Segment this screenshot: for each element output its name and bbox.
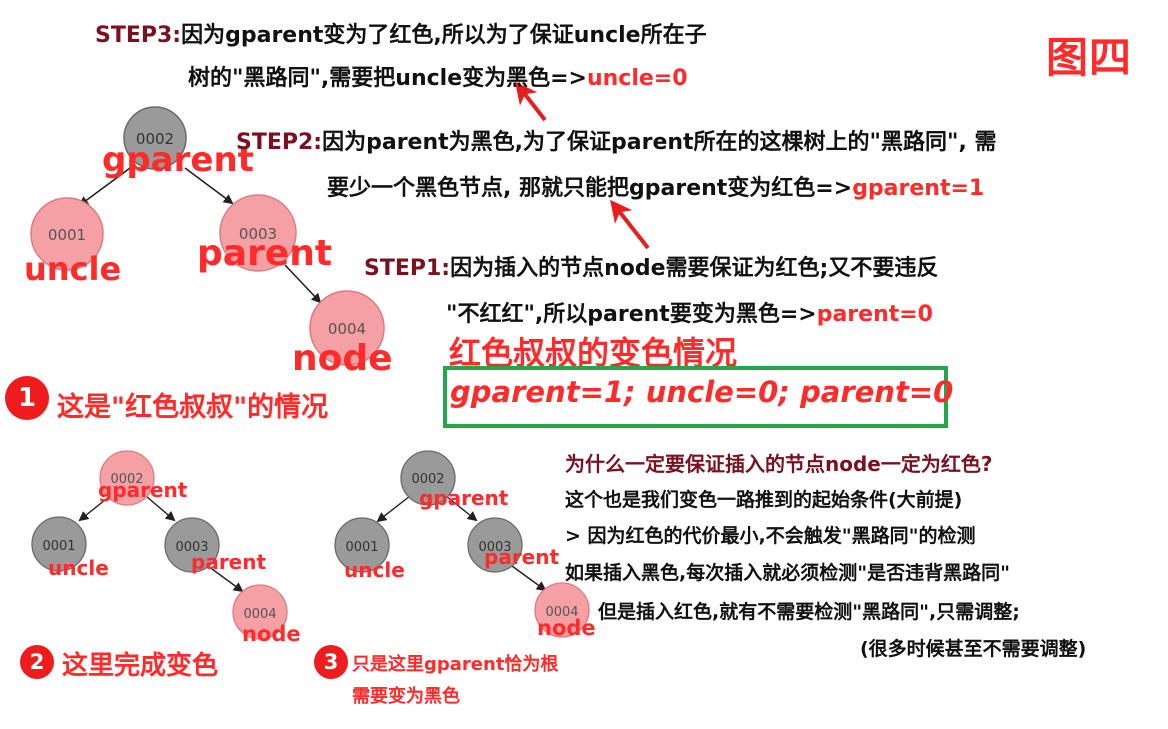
edge-c3-gparent-parent: [445, 495, 478, 522]
case3-node-node-id: 0004: [545, 605, 578, 620]
case2-node-parent-id: 0003: [175, 540, 208, 555]
top-node-node-id: 0004: [328, 320, 366, 338]
step1-line2: "不红红",所以parent要变为黑色=>parent=0: [446, 296, 933, 328]
step2-result: gparent=1: [852, 176, 985, 201]
case1-text: 这是"红色叔叔"的情况: [57, 392, 329, 423]
case2-node-uncle-id: 0001: [42, 539, 75, 554]
pointer-arrow-step2: [610, 199, 650, 250]
top-label-node: node: [292, 338, 393, 379]
explanation-line-4: 但是插入红色,就有不需要检测"黑路同",只需调整;: [598, 601, 1020, 623]
step3-line1: STEP3:因为gparent变为了红色,所以为了保证uncle所在子: [95, 17, 707, 49]
top-node-parent-id: 0003: [239, 225, 277, 243]
top-node-parent: 0003: [219, 194, 297, 272]
case3-label-node: node: [537, 616, 596, 640]
case2-number-badge: 2: [20, 645, 54, 679]
step1-result: parent=0: [816, 302, 933, 327]
top-node-gparent-id: 0002: [136, 130, 174, 148]
case2-node-gparent-id: 0002: [110, 472, 143, 487]
step3-text1: 因为gparent变为了红色,所以为了保证uncle所在子: [181, 23, 707, 48]
top-label-gparent: gparent: [102, 140, 254, 180]
step1-text1: 因为插入的节点node需要保证为红色;又不要违反: [450, 256, 939, 281]
explanation-question: 为什么一定要保证插入的节点node一定为红色?: [565, 452, 993, 476]
figure-badge: 图四: [1046, 33, 1133, 82]
edge-c2-gparent-parent: [145, 495, 176, 522]
top-node-uncle-id: 0001: [48, 226, 86, 244]
case3-node-parent-id: 0003: [478, 540, 511, 555]
step3-label: STEP3:: [95, 23, 182, 48]
explanation-line-5: (很多时候甚至不需要调整): [860, 638, 1087, 660]
top-label-uncle: uncle: [24, 250, 122, 288]
pointer-arrow-step3: [515, 81, 547, 122]
edge-c2-gparent-uncle: [78, 495, 111, 522]
case3-node-gparent: 0002: [400, 450, 456, 506]
edge-c3-parent-node: [511, 565, 547, 592]
case3-label-parent: parent: [484, 545, 560, 569]
case2-node-parent: 0003: [164, 517, 220, 573]
case3-text-line1: 只是这里gparent恰为根: [352, 654, 559, 675]
case3-node-uncle: 0001: [334, 517, 390, 573]
edge-parent-node: [284, 264, 322, 304]
edge-gparent-uncle: [78, 167, 131, 207]
case2-text: 这里完成变色: [62, 651, 219, 681]
case2-label-uncle: uncle: [48, 556, 109, 580]
edge-c2-parent-node: [207, 565, 244, 593]
case2-label-node: node: [242, 622, 301, 646]
case3-node-gparent-id: 0002: [411, 472, 444, 487]
case2-label-gparent: gparent: [98, 478, 188, 502]
case2-label-parent: parent: [191, 550, 267, 574]
step1-line1: STEP1:因为插入的节点node需要保证为红色;又不要违反: [364, 250, 938, 282]
case3-label-uncle: uncle: [344, 558, 405, 582]
formula-box: [443, 366, 948, 428]
step3-text2: 树的"黑路同",需要把uncle变为黑色=>: [188, 66, 587, 91]
case3-label-gparent: gparent: [419, 486, 509, 510]
case2-node-node-id: 0004: [243, 607, 276, 622]
step3-result: uncle=0: [586, 66, 688, 91]
edge-gparent-parent: [184, 167, 234, 205]
step1-label: STEP1:: [364, 256, 451, 281]
top-label-parent: parent: [197, 233, 333, 274]
explanation-line-2: > 因为红色的代价最小,不会触发"黑路同"的检测: [565, 525, 976, 547]
case3-text-line2: 需要变为黑色: [352, 686, 460, 707]
edge-c3-gparent-uncle: [376, 495, 411, 523]
case2-node-uncle: 0001: [31, 516, 87, 572]
case3-node-uncle-id: 0001: [345, 540, 378, 555]
step2-line2: 要少一个黑色节点, 那就只能把gparent变为红色=>gparent=1: [327, 170, 984, 202]
step2-line1: STEP2:因为parent为黑色,为了保证parent所在的这棵树上的"黑路同…: [236, 124, 997, 156]
case2-node-gparent: 0002: [99, 450, 155, 506]
step2-label: STEP2:: [236, 130, 323, 155]
case3-node-parent: 0003: [467, 517, 523, 573]
top-node-gparent: 0002: [123, 106, 187, 170]
top-node-uncle: 0001: [30, 197, 104, 271]
case3-node-node: 0004: [534, 582, 590, 638]
case3-number-badge: 3: [314, 645, 348, 679]
case1-number-badge: 1: [5, 376, 49, 420]
explanation-line-1: 这个也是我们变色一路推到的起始条件(大前提): [565, 489, 963, 511]
section-title: 红色叔叔的变色情况: [449, 334, 738, 372]
formula-text: gparent=1; uncle=0; parent=0: [450, 375, 954, 409]
step3-line2: 树的"黑路同",需要把uncle变为黑色=>uncle=0: [188, 60, 688, 92]
step2-text1: 因为parent为黑色,为了保证parent所在的这棵树上的"黑路同", 需: [322, 130, 997, 155]
case2-node-node: 0004: [232, 584, 288, 640]
top-node-node: 0004: [309, 290, 385, 366]
explanation-line-3: 如果插入黑色,每次插入就必须检测"是否违背黑路同": [565, 562, 1011, 584]
step2-text2: 要少一个黑色节点, 那就只能把gparent变为红色=>: [327, 176, 853, 201]
step1-text2: "不红红",所以parent要变为黑色=>: [446, 302, 817, 327]
